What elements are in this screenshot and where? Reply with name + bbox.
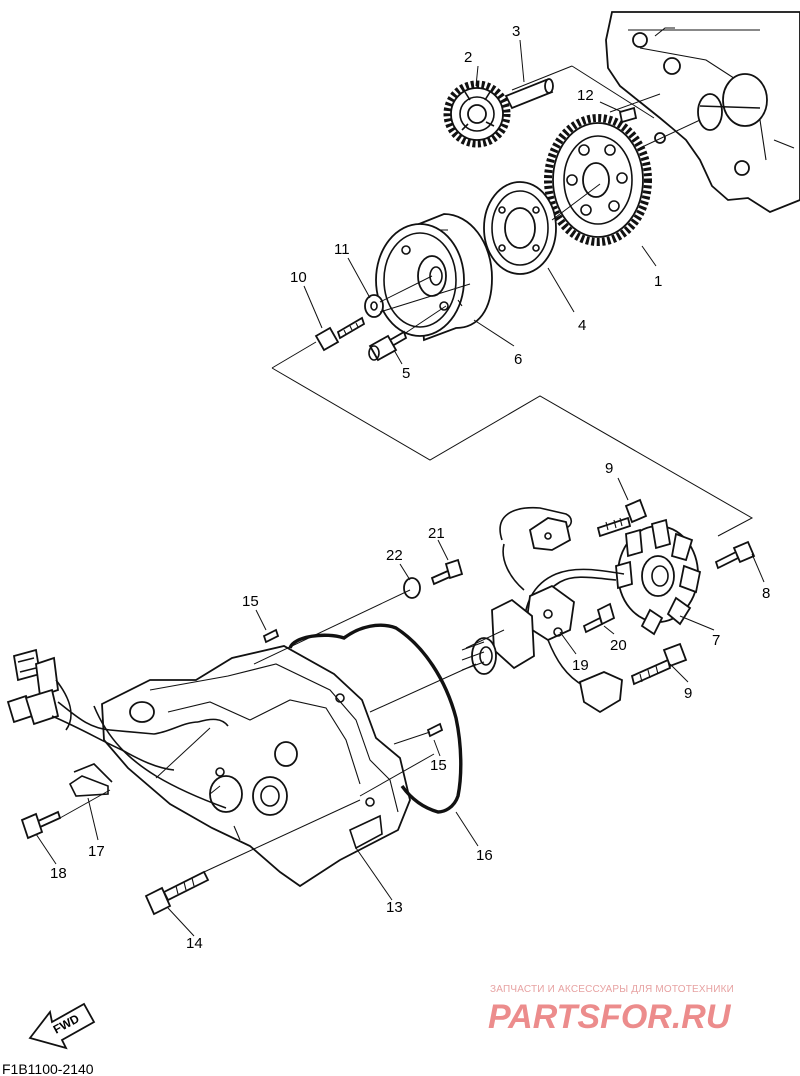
- callout-1: 1: [654, 273, 662, 290]
- watermark-brand: PARTSFOR.RU: [488, 998, 732, 1036]
- callout-6: 6: [514, 351, 522, 368]
- callout-5: 5: [402, 365, 410, 382]
- stator-coil: [615, 518, 702, 636]
- callout-19: 19: [572, 657, 589, 674]
- pickup-coil: [525, 584, 623, 714]
- screw-21: [430, 558, 464, 586]
- stator-bolt-upper: [596, 498, 648, 538]
- part-code: F1B1100-2140: [2, 1061, 94, 1076]
- callout-16: 16: [476, 847, 493, 864]
- watermark: ЗАПЧАСТИ И АКСЕССУАРЫ ДЛЯ МОТОТЕХНИКИ PA…: [488, 984, 734, 1036]
- callout-10: 10: [290, 269, 307, 286]
- callout-4: 4: [578, 317, 586, 334]
- generator-cover: [101, 645, 411, 888]
- callout-8: 8: [762, 585, 770, 602]
- callout-2: 2: [464, 49, 472, 66]
- callout-17: 17: [88, 843, 105, 860]
- wire-grommet: [461, 598, 535, 675]
- cover-bolt: [144, 870, 210, 916]
- crankcase-housing: [605, 11, 800, 214]
- dowel-pin-upper: [262, 628, 280, 644]
- fwd-arrow: FWD: [28, 1002, 96, 1050]
- lower-reference-lines: [59, 589, 505, 873]
- starter-clutch: [483, 181, 557, 275]
- stator-screw: [714, 540, 756, 570]
- idler-gear: [443, 80, 511, 148]
- starter-wheel-gear: [544, 114, 652, 246]
- callout-9-lower: 9: [684, 685, 692, 702]
- flywheel-rotor: [375, 213, 493, 342]
- dowel-pin-lower: [426, 722, 444, 738]
- callout-15-upper: 15: [242, 593, 259, 610]
- callout-7: 7: [712, 632, 720, 649]
- rotor-screw: [368, 330, 408, 362]
- rotor-bolt: [314, 316, 366, 352]
- callout-15-lower: 15: [430, 757, 447, 774]
- harness-connectors: [6, 648, 229, 809]
- callout-18: 18: [50, 865, 67, 882]
- washer: [364, 294, 384, 318]
- idler-shaft: [504, 78, 554, 110]
- clamp-bolt: [20, 810, 62, 840]
- watermark-tagline: ЗАПЧАСТИ И АКСЕССУАРЫ ДЛЯ МОТОТЕХНИКИ: [490, 984, 734, 995]
- cover-gasket: [288, 623, 463, 814]
- stator-bolt-lower: [630, 642, 688, 686]
- woodruff-key: [618, 106, 638, 124]
- pickup-screw: [582, 602, 616, 634]
- callout-12: 12: [577, 87, 594, 104]
- wire-clamp: [68, 763, 113, 797]
- callout-numbers: 1 2 3 4 5 6 7 8 9 9 10 11 12 13 14 15 15…: [50, 23, 770, 952]
- callout-14: 14: [186, 935, 203, 952]
- washer-22: [403, 577, 421, 599]
- assembly-reference-lines: [271, 65, 754, 537]
- callout-leaders: [35, 39, 765, 937]
- callout-22: 22: [386, 547, 403, 564]
- callout-3: 3: [512, 23, 520, 40]
- callout-9-upper: 9: [605, 460, 613, 477]
- callout-13: 13: [386, 899, 403, 916]
- callout-20: 20: [610, 637, 627, 654]
- stator-lead-wires: [499, 506, 625, 640]
- callout-21: 21: [428, 525, 445, 542]
- callout-11: 11: [334, 241, 350, 258]
